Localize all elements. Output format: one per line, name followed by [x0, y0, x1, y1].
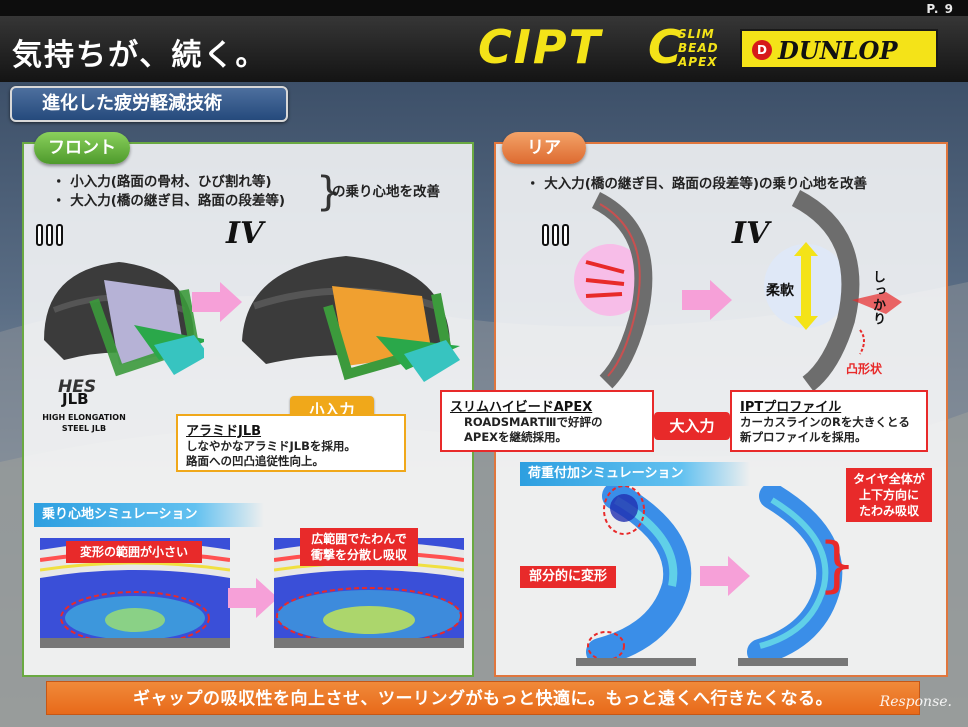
- apex-line-2: APEXを継続採用。: [450, 430, 644, 445]
- rear-bullet-1: ・ 大入力(橋の継ぎ目、路面の段差等)の乗り心地を改善: [526, 172, 867, 192]
- dunlop-wordmark: DUNLOP: [778, 36, 898, 65]
- load-sim-left-label: 部分的に変形: [520, 566, 616, 588]
- dunlop-mark-icon: D: [752, 40, 772, 60]
- slim-bead-apex-logo: C SLIM BEAD APEX: [648, 26, 734, 74]
- page-number: P. 9: [926, 2, 954, 16]
- aramid-callout: アラミドJLB しなやかなアラミドJLBを採用。 路面への凹凸追従性向上。: [176, 414, 406, 472]
- footer-message: ギャップの吸収性を向上させ、ツーリングがもっと快適に。もっと遠くへ行きたくなる。: [46, 681, 920, 715]
- watermark: Response.: [880, 694, 952, 710]
- gen-3-icon: [36, 224, 63, 246]
- rear-section-old-image: [566, 190, 676, 390]
- load-sim-right-line-3: たわみ吸収: [852, 503, 926, 519]
- headline: 気持ちが、続く。: [12, 30, 267, 74]
- hes-line-2: STEEL JLB: [34, 423, 134, 434]
- ipt-logo: CIPT: [478, 24, 602, 70]
- load-sim-right-label: タイヤ全体が 上下方向に たわみ吸収: [846, 468, 932, 522]
- front-tab: フロント: [34, 132, 130, 164]
- load-sim-right-line-2: 上下方向に: [852, 487, 926, 503]
- ride-sim-left-label: 変形の範囲が小さい: [66, 541, 202, 563]
- aramid-title: アラミドJLB: [186, 420, 396, 439]
- hes-line-1: HIGH ELONGATION: [34, 412, 134, 423]
- aramid-line-2: 路面への凹凸追従性向上。: [186, 454, 396, 469]
- large-input-pill: 大入力: [654, 412, 730, 440]
- ipt-profile-callout: IPTプロファイル カーカスラインのRを大きくとる 新プロファイルを採用。: [730, 390, 928, 452]
- front-bullet-1: ・ 小入力(路面の骨材、ひび割れ等): [52, 170, 272, 190]
- front-tire-new-image: [236, 246, 464, 386]
- section-title: 進化した疲労軽減技術: [10, 86, 288, 122]
- ipt-profile-title: IPTプロファイル: [740, 396, 918, 415]
- ipt-profile-line-2: 新プロファイルを採用。: [740, 430, 918, 445]
- dunlop-logo: D DUNLOP: [740, 29, 938, 69]
- apex-logo-c: C: [648, 22, 682, 72]
- apex-line-1: ROADSMARTⅢで好評の: [450, 415, 644, 430]
- ride-sim-title: 乗り心地シミュレーション: [34, 503, 264, 527]
- firm-label: しっかり: [868, 270, 887, 326]
- apex-title: スリムハイビードAPEX: [450, 396, 644, 415]
- load-sim-right-line-1: タイヤ全体が: [852, 471, 926, 487]
- ride-sim-right-label: 広範囲でたわんで 衝撃を分散し吸収: [300, 528, 418, 566]
- convex-label: 凸形状: [846, 360, 882, 377]
- rear-tab: リア: [502, 132, 586, 164]
- gen-3-icon: [542, 224, 569, 246]
- pink-arrow-icon: [226, 578, 280, 618]
- ipt-logo-c: C: [478, 20, 514, 74]
- front-bullet-2: ・ 大入力(橋の継ぎ目、路面の段差等): [52, 189, 285, 209]
- hes-jlb-mark: JLB: [62, 394, 89, 405]
- ipt-logo-text: IPT: [514, 20, 602, 74]
- aramid-line-1: しなやかなアラミドJLBを採用。: [186, 439, 396, 454]
- pink-arrow-icon: [680, 280, 734, 320]
- front-tire-old-image: [34, 250, 204, 380]
- top-bar: P. 9: [0, 0, 968, 16]
- ride-sim-right-line-2: 衝撃を分散し吸収: [306, 547, 412, 563]
- load-sim-title: 荷重付加シミュレーション: [520, 462, 750, 486]
- ipt-profile-line-1: カーカスラインのRを大きくとる: [740, 415, 918, 430]
- apex-logo-line-1: SLIM: [678, 28, 715, 41]
- soft-label: 柔軟: [766, 280, 794, 300]
- ride-sim-right-line-1: 広範囲でたわんで: [306, 531, 412, 547]
- apex-logo-line-2: BEAD: [678, 42, 719, 55]
- front-bullet-note: の乗り心地を改善: [332, 180, 440, 200]
- apex-callout: スリムハイビードAPEX ROADSMARTⅢで好評の APEXを継続採用。: [440, 390, 654, 452]
- apex-logo-line-3: APEX: [678, 56, 718, 69]
